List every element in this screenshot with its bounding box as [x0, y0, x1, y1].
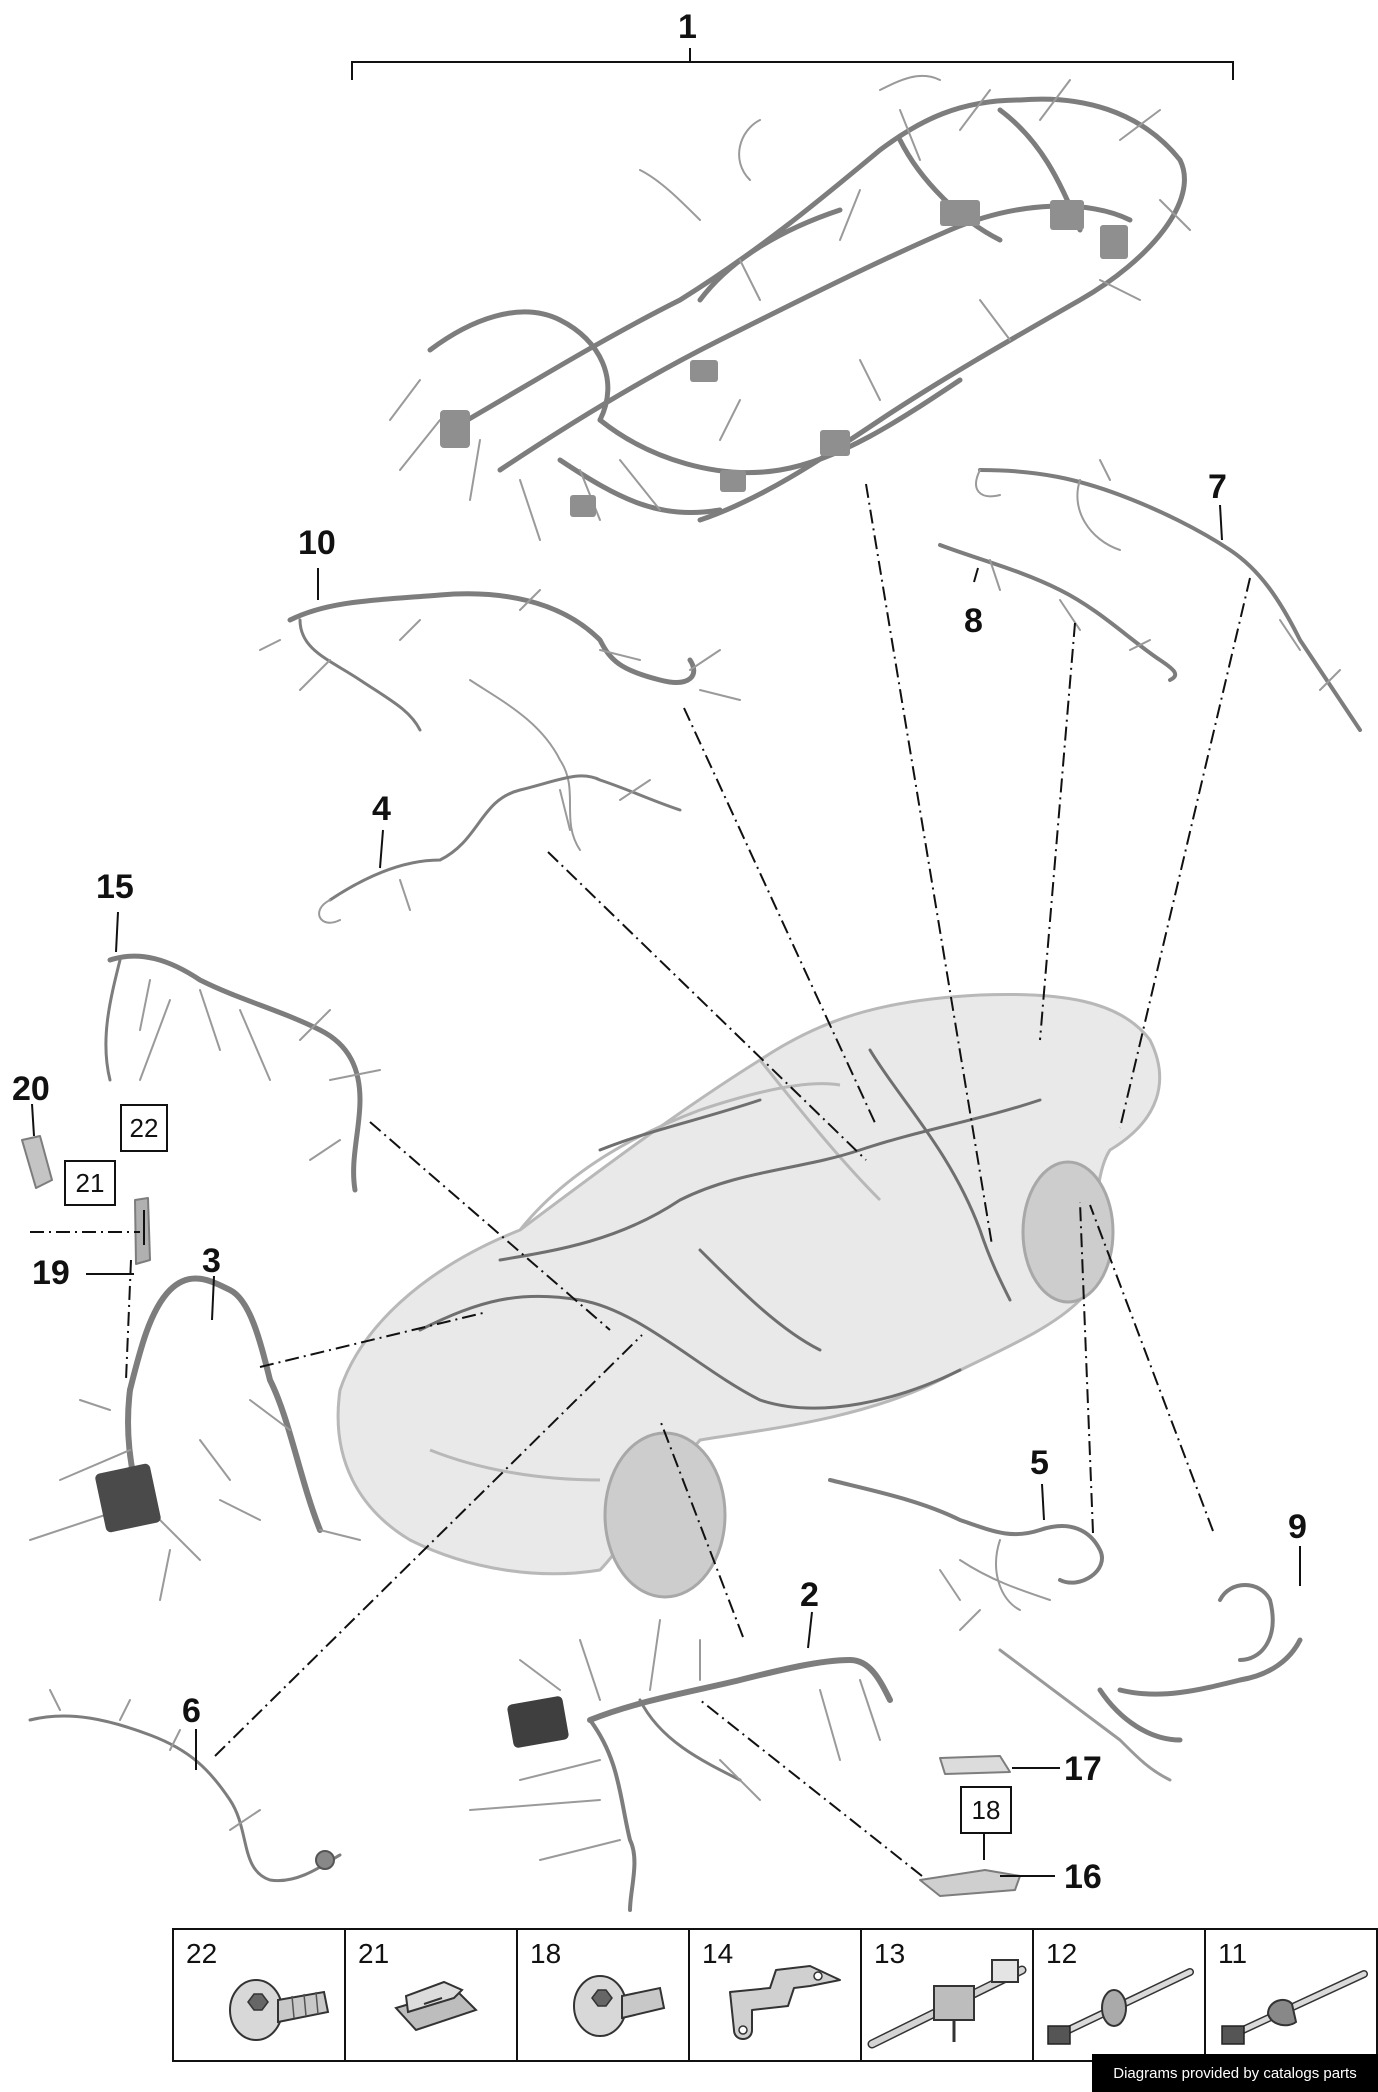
parts-cell-13[interactable]: 13	[862, 1930, 1034, 2060]
callout-8: 8	[964, 602, 983, 640]
clip-nut-icon	[394, 1980, 478, 2032]
screw-icon	[573, 1975, 666, 2037]
bracket-17	[939, 1755, 1011, 1775]
callout-19: 19	[32, 1254, 70, 1292]
cable-tie-with-holder-icon	[867, 1959, 1027, 2049]
parts-cell-18[interactable]: 18	[518, 1930, 690, 2060]
callout-1: 1	[678, 8, 697, 46]
boxed-callout-22: 22	[120, 1104, 168, 1152]
car-internal-harness	[418, 1048, 1042, 1410]
bracket-16	[919, 1869, 1021, 1897]
parts-cell-11[interactable]: 11	[1206, 1930, 1376, 2060]
part-number: 12	[1046, 1938, 1078, 1969]
harness-8	[938, 543, 1178, 682]
parts-cell-14[interactable]: 14	[690, 1930, 862, 2060]
harness-2-branches	[469, 1619, 881, 1861]
callout-9: 9	[1288, 1508, 1307, 1546]
part-number: 21	[358, 1938, 390, 1969]
part-number: 13	[874, 1938, 906, 1969]
callout-4: 4	[372, 790, 391, 828]
harness-4	[318, 774, 682, 924]
harness-15	[104, 953, 363, 1193]
harness-1-connectors	[440, 200, 1128, 517]
screw-icon	[229, 1979, 330, 2041]
leader-lines	[30, 483, 1251, 1877]
part-number: 18	[530, 1938, 562, 1969]
credit-banner: Diagrams provided by catalogs parts	[1092, 2054, 1378, 2092]
callout-7: 7	[1208, 468, 1227, 506]
callout-6: 6	[182, 1692, 201, 1730]
callout-2: 2	[800, 1576, 819, 1614]
part-number: 11	[1218, 1938, 1248, 1969]
harness-6	[28, 1689, 342, 1883]
bracket-20	[21, 1135, 53, 1189]
callout-leaders	[31, 48, 1301, 1877]
harness-10-branches	[259, 589, 741, 851]
harness-diagram	[21, 48, 1362, 1912]
harness-1-branches	[389, 74, 1191, 541]
boxed-callout-18: 18	[960, 1786, 1012, 1834]
harness-2-control-unit	[507, 1696, 569, 1748]
callout-10: 10	[298, 524, 336, 562]
harness-7	[975, 459, 1362, 732]
parts-cell-12[interactable]: 12	[1034, 1930, 1206, 2060]
callout-17: 17	[1064, 1750, 1102, 1788]
bracket-19	[134, 1197, 151, 1265]
cable-tie-icon	[1047, 1968, 1194, 2045]
harness-10	[287, 591, 697, 732]
callout-20: 20	[12, 1070, 50, 1108]
boxed-callout-21: 21	[64, 1160, 116, 1206]
harness-2	[587, 1657, 893, 1912]
harness-9	[998, 1583, 1303, 1782]
parts-cell-22[interactable]: 22	[174, 1930, 346, 2060]
harness-5	[828, 1478, 1104, 1631]
harness-3	[125, 1275, 323, 1533]
car-wheels	[603, 1160, 1115, 1599]
bracket-icon	[729, 1965, 841, 2040]
parts-table: 22 21 18 14 13	[172, 1928, 1378, 2062]
parts-cell-21[interactable]: 21	[346, 1930, 518, 2060]
part-number: 14	[702, 1938, 734, 1969]
callout-5: 5	[1030, 1444, 1049, 1482]
harness-3-branches	[29, 1399, 361, 1601]
callout-16: 16	[1064, 1858, 1102, 1896]
harness-1	[427, 96, 1187, 523]
cable-tie-icon	[1221, 1970, 1368, 2045]
harness-15-branches	[139, 979, 381, 1161]
harness-3-fusebox	[95, 1463, 161, 1533]
callout-15: 15	[96, 868, 134, 906]
part-number: 22	[186, 1938, 218, 1969]
callout-3: 3	[202, 1242, 221, 1280]
